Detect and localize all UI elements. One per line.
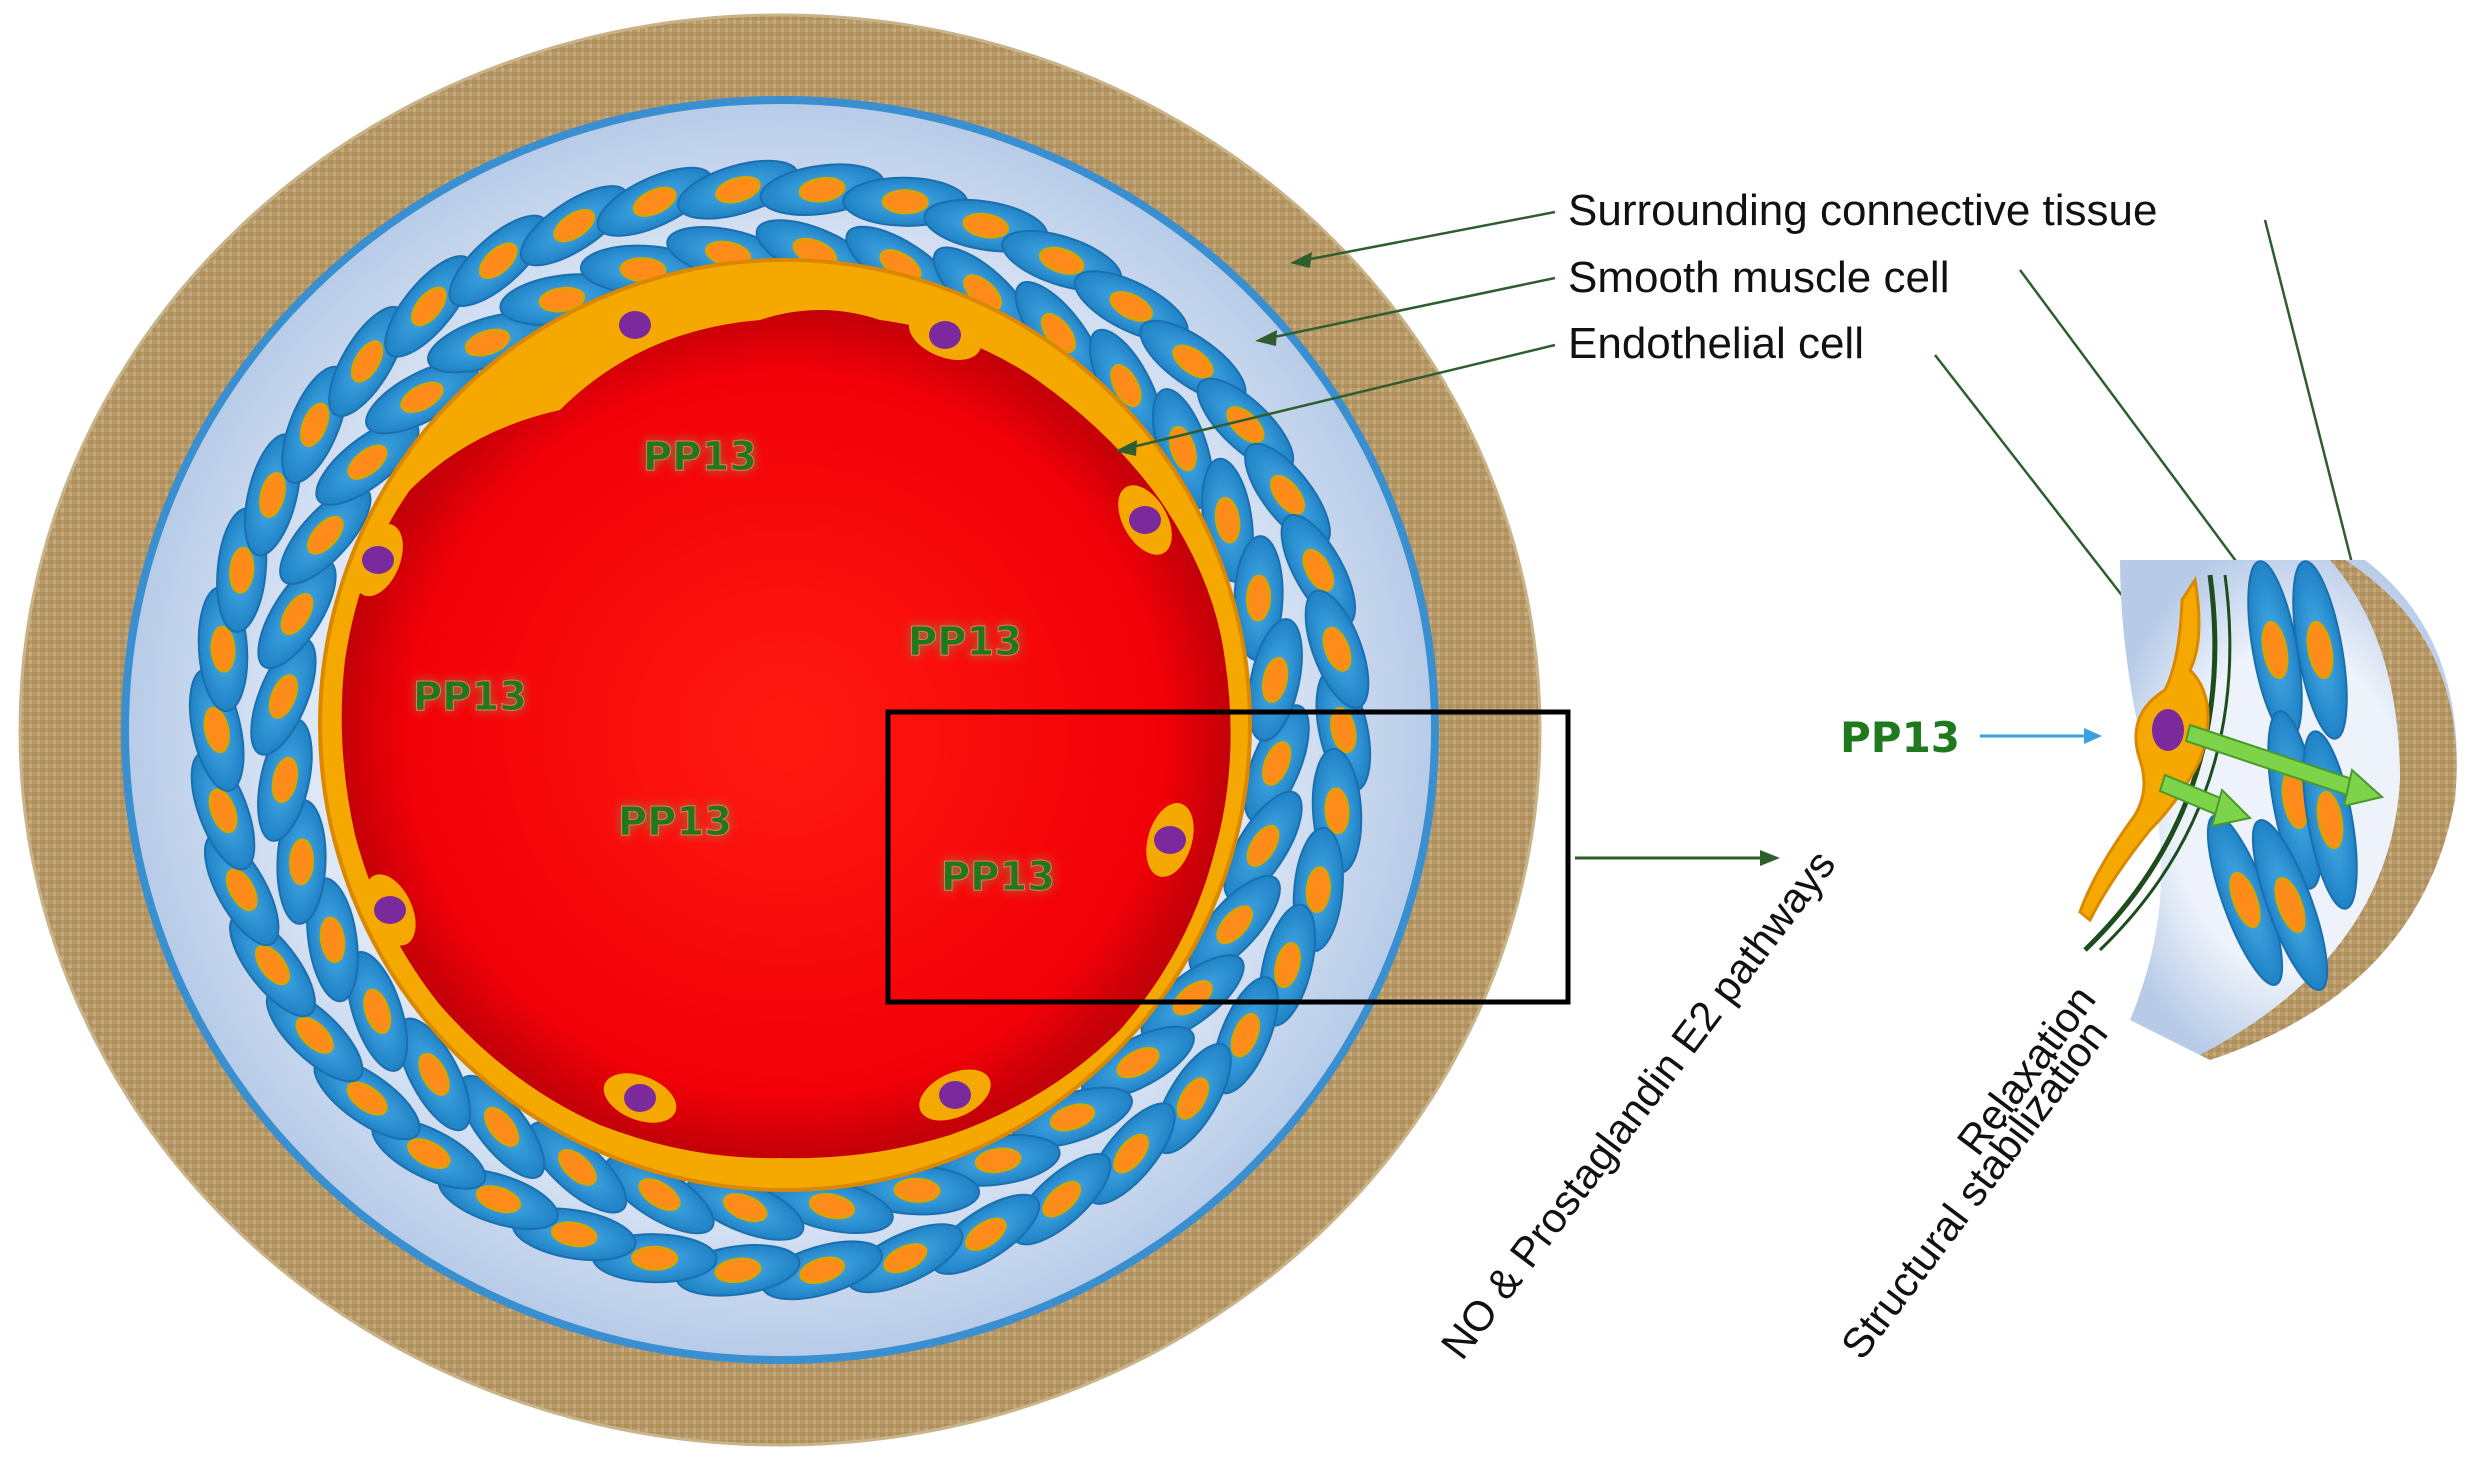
smooth-muscle-cell: [458, 1074, 546, 1179]
smooth-muscle-cell: [427, 311, 548, 374]
connective-tissue-label: Surrounding connective tissue: [1568, 186, 2157, 235]
smooth-muscle-cell: [1280, 513, 1357, 627]
smooth-muscle-cell: [1011, 1153, 1112, 1246]
smooth-muscle-cell: [257, 559, 337, 670]
endothelial-cell: [919, 1069, 991, 1121]
smooth-muscle-cell: [842, 176, 969, 227]
smooth-muscle-cell: [384, 255, 474, 358]
inset-smooth-muscle-cell: [2251, 819, 2329, 991]
zoom-arrow: [1575, 850, 1780, 866]
smooth-muscle-cell: [1081, 1025, 1195, 1100]
pp13-inset-label: PP13: [1840, 713, 1960, 762]
smooth-muscle-cell: [190, 751, 256, 871]
smooth-muscle-cell: [1151, 388, 1214, 510]
pp13-label: PP13: [618, 799, 732, 845]
endothelial-cell: [1118, 485, 1172, 555]
inset-endothelial-nucleus: [2152, 709, 2184, 751]
pathway-arrow-1: [2184, 723, 2385, 808]
smooth-muscle-cell: [596, 166, 713, 237]
endothelial-cell: [1146, 803, 1194, 877]
zoom-region-box: [885, 709, 1571, 1005]
endothelial-cell: [598, 300, 672, 350]
smooth-muscle-cell: [1086, 1102, 1176, 1205]
pp13-label: PP13: [413, 674, 527, 720]
endothelial-cell: [908, 310, 982, 360]
endothelial-cell: [603, 1073, 677, 1123]
endothelial-cell: [364, 874, 416, 946]
smooth-muscle-cell: [527, 1121, 628, 1214]
inset-smooth-muscle-cell: [2292, 560, 2348, 740]
inset-endothelial-cell: [2078, 575, 2210, 923]
smooth-muscle-cell: [931, 1193, 1041, 1275]
smooth-muscle-cell: [448, 214, 549, 307]
smooth-muscle-cell: [346, 950, 409, 1072]
endothelial-cells: [353, 300, 1194, 1123]
endothelial-label: Endothelial cell: [1568, 319, 1864, 368]
endothelial-cell: [353, 523, 403, 597]
smooth-muscle-cell: [306, 877, 359, 1003]
lumen: [341, 310, 1231, 1159]
smooth-muscle-cells: [188, 159, 1372, 1301]
smooth-muscle-cell: [1012, 1086, 1133, 1149]
pp13-inset-arrow: [1980, 728, 2102, 744]
pp13-label: PP13: [908, 619, 1022, 665]
inset-basement-membrane: [2083, 574, 2218, 952]
structural-stabilization-label: Structural stabilization: [1832, 1011, 2117, 1367]
lumen-pp13-labels: PP13 PP13 PP13 PP13 PP13: [412, 434, 1055, 901]
pathway-arrow-2: [2158, 773, 2253, 828]
smooth-muscle-cell: [1304, 589, 1370, 709]
inset-basement-membrane-inner: [2098, 574, 2232, 952]
pp13-label: PP13: [941, 854, 1055, 900]
pp13-label: PP13: [643, 434, 757, 480]
smooth-muscle-label: Smooth muscle cell: [1568, 253, 1949, 302]
smooth-muscle-cell: [761, 1240, 883, 1301]
smooth-muscle-cell: [1188, 875, 1281, 975]
smooth-muscle-cell: [677, 159, 799, 220]
